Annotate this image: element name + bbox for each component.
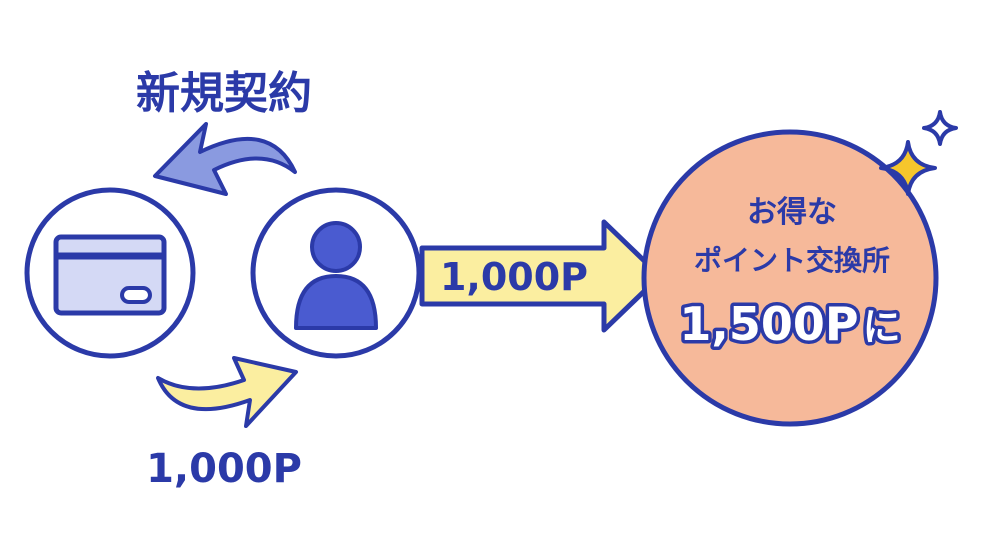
new-contract-label: 新規契約 <box>136 68 312 119</box>
circle-line2: ポイント交換所 <box>694 244 890 277</box>
sparkle-icon <box>879 140 937 196</box>
sparkle-icon-small <box>922 110 958 146</box>
exchange-arrow-label: 1,000P <box>440 255 588 299</box>
curved-arrow-top <box>153 122 297 196</box>
curved-arrow-bottom <box>156 356 298 428</box>
circle-line1: お得な <box>747 195 837 230</box>
circle-suffix: に <box>863 305 901 349</box>
person-icon <box>294 221 378 330</box>
exchange-circle <box>641 129 939 427</box>
exchange-arrow <box>419 219 663 333</box>
circle-amount: 1,500P <box>679 297 858 351</box>
credit-card-icon <box>53 234 167 316</box>
points-earned-label: 1,000P <box>146 446 302 492</box>
